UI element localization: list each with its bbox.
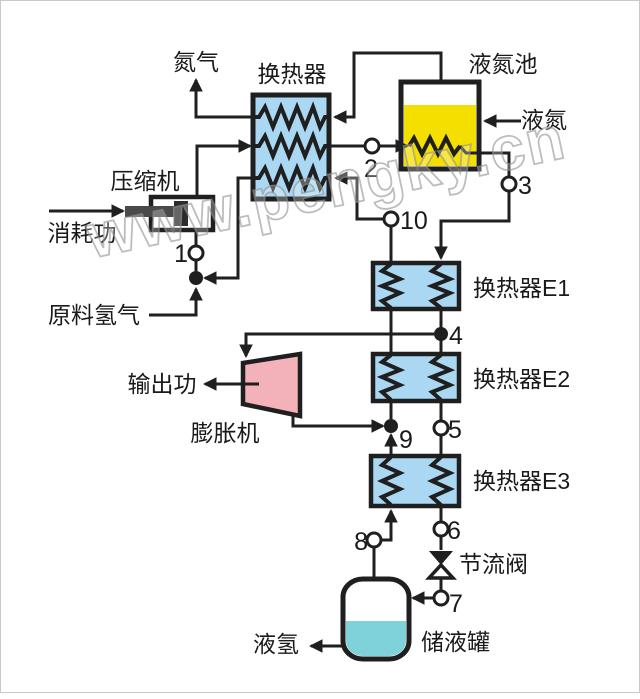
line-return-to-mixer [202,176,253,285]
label-liquid-nitrogen: 液氮 [521,107,567,133]
line-point3-to-e1 [434,191,511,261]
label-throttle-valve: 节流阀 [459,551,528,577]
compressor-rod [125,206,177,217]
label-main-heat-exchanger: 换热器 [258,61,327,87]
compressor-piston [174,201,188,226]
line-nitrogen-vent [189,77,253,119]
point-7-circle [432,589,450,607]
label-feed-hydrogen: 原料氢气 [48,302,140,328]
line-feed-hydrogen [149,286,203,317]
point-1-circle [187,244,205,262]
mixing-junction-dot [189,271,203,285]
line-expander-out [291,415,386,433]
point-9-dot [384,419,398,433]
point-5-circle [432,419,450,437]
label-liquid-hydrogen: 液氢 [253,631,299,657]
throttle-valve-bottom [425,562,457,580]
line-point4-to-expander [239,332,434,359]
e3-left-coil [377,455,405,507]
nitrogen-pool-liquid [404,105,476,166]
pool-coil [407,133,462,159]
line-point10-to-bottomcoil [333,171,384,221]
coils [253,101,462,507]
line-pool-exit [458,145,511,177]
point-1-label: 1 [174,240,188,268]
line-point8-into-e3 [381,508,398,542]
point-3-circle [500,175,518,193]
point-10-label: 10 [400,207,428,235]
point-7-label: 7 [449,590,463,618]
point-6-circle [432,520,450,538]
label-heat-exchanger-e2: 换热器E2 [473,366,570,392]
point-5-label: 5 [448,416,462,444]
main-hx-middle-coil [253,130,329,162]
line-compressor-discharge [195,139,253,197]
point-4-dot [434,327,448,341]
label-storage-tank: 储液罐 [421,629,490,655]
state-point-numbers: 1 2 3 4 5 6 7 8 9 10 [174,155,532,618]
point-8-label: 8 [354,528,368,556]
point-3-label: 3 [518,172,532,200]
throttle-valve-top [429,551,453,565]
compressor [125,194,216,233]
point-2-circle [363,137,381,155]
label-heat-exchanger-e3: 换热器E3 [473,468,570,494]
expander-body [240,351,303,419]
label-consumed-work: 消耗功 [48,220,117,246]
state-points [187,137,518,607]
storage-tank-liquid [346,621,406,656]
e2-right-coil [426,353,456,402]
label-nitrogen-gas: 氮气 [173,49,219,75]
e3-right-coil [427,455,455,507]
flow-lines [49,51,521,653]
label-heat-exchanger-e1: 换热器E1 [473,275,570,301]
throttle-valve [425,551,457,580]
point-6-label: 6 [447,517,461,545]
line-pool-vapor [332,51,443,124]
point-10-circle [382,210,400,228]
labels: 氮气 换热器 液氮池 液氮 压缩机 消耗功 原料氢气 输出功 膨胀机 换热器E1… [48,49,571,657]
main-hx-top-coil [253,101,329,133]
label-output-work: 输出功 [128,371,197,397]
e1-left-coil [376,262,406,310]
point-4-label: 4 [449,322,463,350]
e1-right-coil [426,262,456,310]
point-2-label: 2 [364,155,378,183]
point-9-label: 9 [399,426,413,454]
point-8-circle [365,531,383,549]
label-expander: 膨胀机 [191,420,260,446]
e2-left-coil [376,353,406,402]
label-liquid-nitrogen-pool: 液氮池 [469,51,538,77]
label-compressor: 压缩机 [111,168,180,194]
main-hx-bottom-coil [253,162,329,194]
